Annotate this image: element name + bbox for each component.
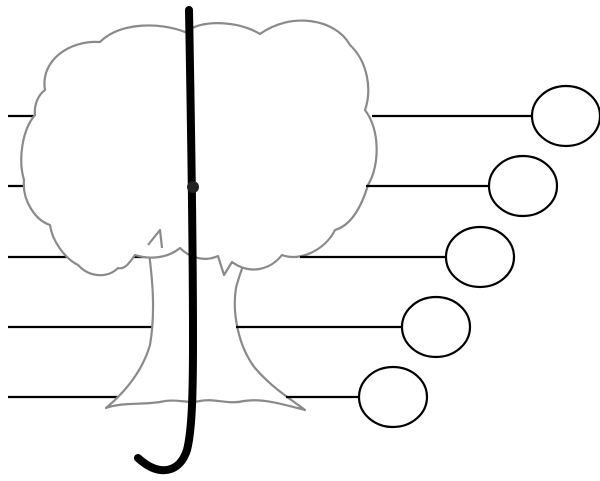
- hook-pivot-dot: [187, 181, 199, 193]
- label-bubble-4[interactable]: [400, 295, 472, 359]
- label-bubbles: [357, 84, 600, 429]
- label-bubble-3[interactable]: [444, 225, 516, 289]
- label-bubble-5[interactable]: [357, 365, 429, 429]
- right-line-segments: [236, 114, 532, 399]
- hook-pointer[interactable]: [134, 6, 199, 475]
- label-bubble-2[interactable]: [487, 154, 559, 218]
- tree-illustration: [20, 19, 378, 412]
- tree-crown-notch: [147, 228, 164, 249]
- label-bubble-1[interactable]: [530, 84, 600, 148]
- tree-crown: [20, 19, 378, 277]
- tree-trunk: [104, 243, 307, 412]
- hook-stick: [134, 6, 197, 475]
